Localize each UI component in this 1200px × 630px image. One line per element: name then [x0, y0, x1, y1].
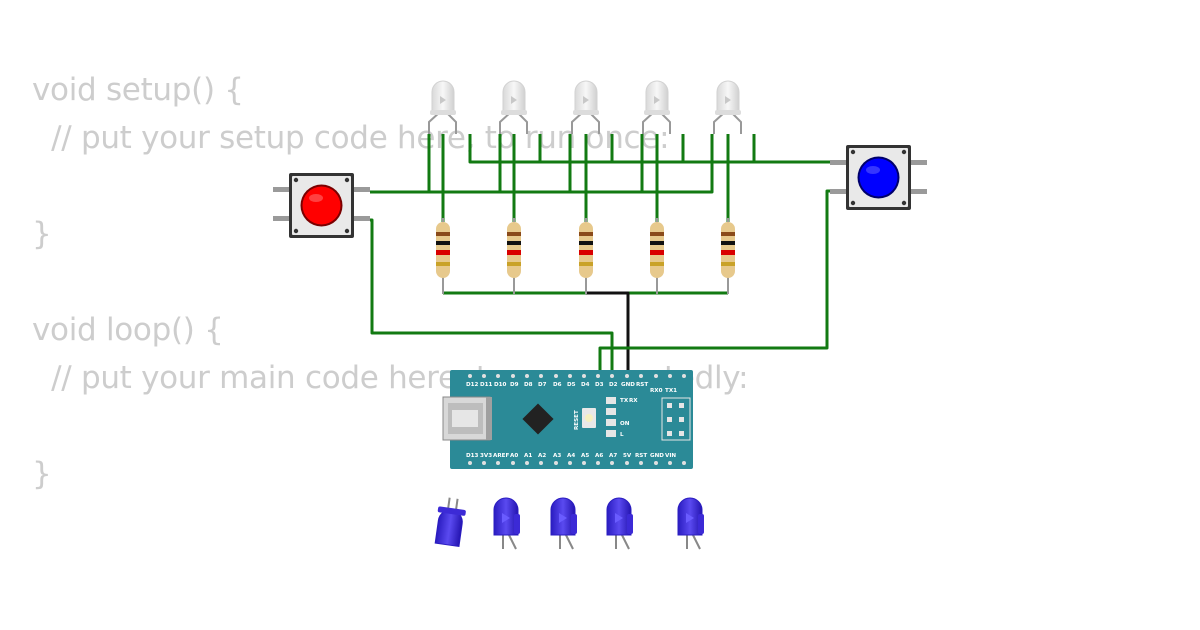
resistor[interactable] [507, 218, 521, 294]
arduino-nano[interactable]: D12 D11 D10 D9 D8 D7 D6 D5 D4 D3 D2 GND … [442, 370, 693, 469]
pin-label: D8 [524, 382, 533, 388]
pin-label: RX0 [650, 388, 663, 394]
mcu-chip [522, 403, 554, 435]
pin-label: 5V [623, 453, 632, 459]
pin-label: D11 [480, 382, 493, 388]
pin-label: A7 [609, 453, 617, 459]
led-white-off[interactable] [499, 80, 528, 134]
pin-label: A5 [581, 453, 589, 459]
pin-label: D10 [494, 382, 507, 388]
status-leds: TX RX ON L [606, 397, 638, 438]
pin-label: A4 [567, 453, 575, 459]
led-white-off[interactable] [713, 80, 742, 134]
resistor[interactable] [579, 218, 593, 294]
reset-button[interactable] [582, 408, 596, 428]
wires [370, 134, 830, 380]
wire[interactable] [370, 134, 714, 194]
pin-label: D12 [466, 382, 479, 388]
icsp-header [661, 397, 691, 441]
pin-label: D3 [595, 382, 604, 388]
bottom-pin-row [468, 461, 686, 465]
led-label: L [620, 432, 624, 438]
usb-connector [442, 396, 492, 441]
pin-label: D4 [581, 382, 590, 388]
pin-label: VIN [665, 453, 676, 459]
wire[interactable] [598, 189, 830, 380]
pin-label: AREF [493, 453, 509, 459]
pin-label: GND [650, 453, 664, 459]
pin-label: D5 [567, 382, 576, 388]
led-blue[interactable] [606, 497, 633, 550]
led-white-off[interactable] [571, 80, 600, 134]
wire[interactable] [370, 218, 614, 380]
wire[interactable] [468, 134, 830, 164]
led-blue[interactable] [433, 496, 467, 548]
reset-label: RESET [574, 410, 580, 430]
code-line: void loop() { [32, 312, 224, 348]
code-line: void setup() { [32, 72, 244, 108]
pin-label: RST [635, 453, 647, 459]
resistor[interactable] [721, 218, 735, 294]
pin-label: D7 [538, 382, 547, 388]
pin-label: A3 [553, 453, 561, 459]
resistor-row [436, 218, 735, 294]
pin-label: TX1 [665, 388, 677, 394]
top-pin-labels: D12 D11 D10 D9 D8 D7 D6 D5 D4 D3 D2 GND … [466, 382, 677, 394]
led-label: TX [620, 398, 629, 404]
pin-label: A1 [524, 453, 532, 459]
led-label: ON [620, 421, 630, 427]
code-line: } [32, 456, 52, 492]
pin-label: D13 [466, 453, 479, 459]
ground-wire[interactable] [586, 291, 630, 380]
led-label: RX [629, 398, 638, 404]
pin-label: A0 [510, 453, 518, 459]
pin-label: A2 [538, 453, 546, 459]
led-blue[interactable] [493, 497, 520, 550]
resistor[interactable] [650, 218, 664, 294]
led-blue[interactable] [677, 497, 704, 550]
code-line: } [32, 216, 52, 252]
resistor[interactable] [436, 218, 450, 294]
led-row-bottom [433, 496, 704, 550]
bottom-pin-labels: D13 3V3 AREF A0 A1 A2 A3 A4 A5 A6 A7 5V … [466, 453, 676, 459]
pin-label: GND [621, 382, 635, 388]
led-white-off[interactable] [642, 80, 671, 134]
pushbutton-red[interactable] [273, 173, 370, 238]
pushbutton-blue[interactable] [830, 145, 927, 210]
pin-label: RST [636, 382, 648, 388]
pin-label: A6 [595, 453, 603, 459]
pin-label: D2 [609, 382, 618, 388]
led-row-top [428, 80, 742, 134]
led-white-off[interactable] [428, 80, 457, 134]
pin-label: 3V3 [480, 453, 492, 459]
pin-label: D6 [553, 382, 562, 388]
pin-label: D9 [510, 382, 519, 388]
top-pin-row [468, 374, 686, 378]
led-blue[interactable] [550, 497, 577, 550]
